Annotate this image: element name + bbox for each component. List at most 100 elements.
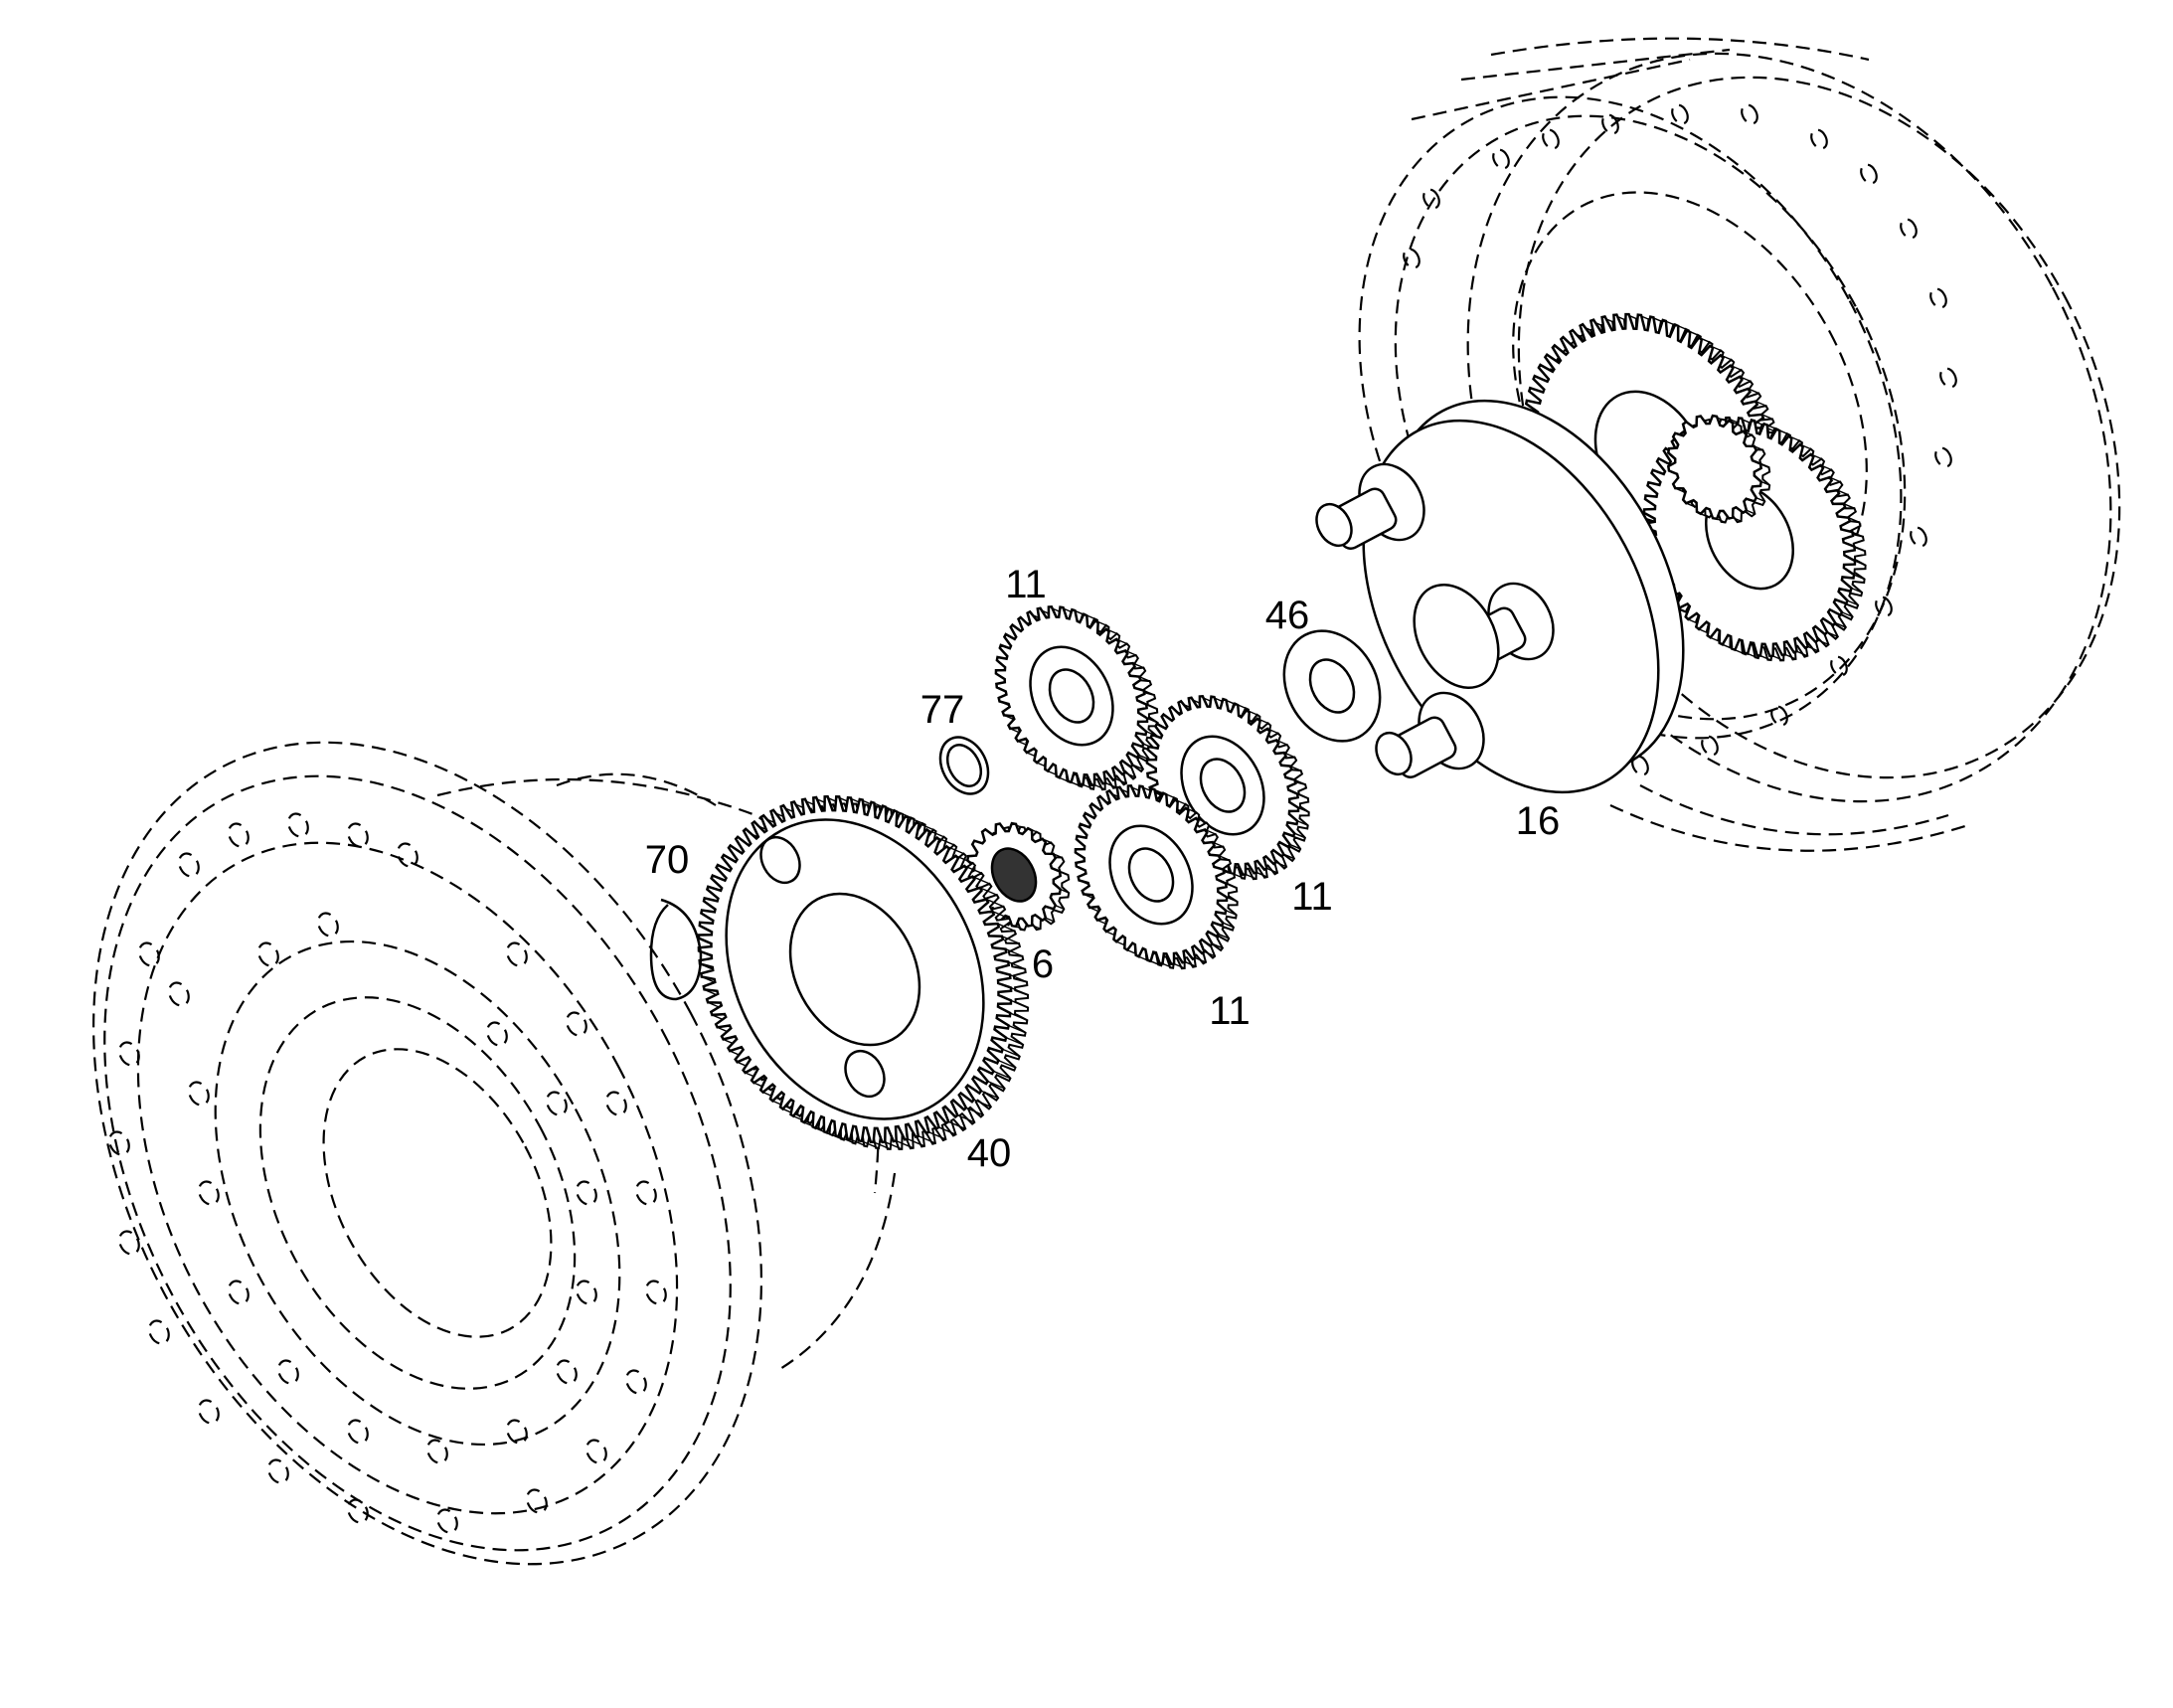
gear-tooth-edge [1747,652,1759,659]
left-housing-bolt-hole [118,1041,140,1067]
left-housing-seat [322,1048,553,1338]
planet-gear-bore [1127,847,1175,903]
left-housing-bolt-hole [486,1021,508,1047]
left-housing-flange [214,939,621,1447]
gear-tooth-edge [873,1141,891,1150]
left-housing-bolt-hole [168,981,190,1007]
gear-tooth-edge [1755,497,1765,502]
gear-tooth-edge [1132,764,1144,770]
left-housing-bolt-hole [585,1439,607,1464]
right-housing-flange [1394,114,1907,721]
callout-46: 46 [1264,594,1310,637]
callout-40: 40 [966,1131,1012,1175]
gear-tooth-edge [1297,806,1309,813]
ring-gear-bore [788,892,921,1047]
left-housing-bolt-hole [347,1498,369,1524]
gear-tooth-edge [1847,599,1859,606]
left-housing-bolt-hole [546,1091,568,1116]
housing-sun-gear [1666,414,1771,524]
gear-tooth-edge [1834,621,1847,628]
left-housing-bolt-hole [257,941,279,967]
gear-tooth-edge [1772,655,1784,661]
gear-tooth-edge [938,1126,956,1135]
right-housing-bolt-hole [1422,188,1440,210]
gear-tooth-edge [1296,820,1308,826]
gear-tooth-edge [1005,1036,1024,1046]
gear-tooth-edge [1225,910,1237,916]
gear-tooth-edge [1055,905,1065,910]
gear-tooth-edge [1010,986,1029,996]
gear-tooth-edge [1010,999,1029,1009]
left-housing-bolt-hole [347,1419,369,1445]
gear-tooth-edge [1852,531,1864,538]
gear-tooth-edge [1848,517,1860,523]
carrier-spline-bore [1413,584,1500,689]
gear-tooth-edge [1854,546,1866,552]
left-housing-bolt-hole [526,1488,548,1514]
snap-ring-outer [938,736,990,795]
gear-tooth-edge [1716,518,1726,524]
gear-tooth-edge [1851,587,1863,594]
left-housing-inner-rim [136,841,679,1515]
gear-tooth-edge [1223,868,1235,875]
gear-tooth-edge [1289,765,1301,771]
gear-tooth-edge [947,1120,966,1130]
gear-tooth-edge [1226,896,1238,903]
left-housing-bolt-hole [436,1508,458,1534]
gear-tooth-edge [1296,792,1309,799]
right-housing-bolt-hole [1934,446,1952,468]
gear-tooth-edge [1746,509,1755,515]
gear-tooth-edge [1005,947,1023,957]
callout-11-right: 11 [1291,875,1333,919]
gear-tooth-edge [1218,933,1230,939]
gear-tooth-edge [1283,853,1295,860]
left-housing-bolt-hole [635,1180,657,1206]
gear-tooth-edge [1837,489,1849,496]
planet-gear-bore [1048,668,1095,724]
gear-tooth-edge [1293,832,1306,839]
gear-tooth-edge [1759,654,1771,661]
gear-tooth-edge [1145,703,1158,710]
gear-tooth-edge [1225,882,1238,889]
gear-tooth-edge [1759,462,1769,468]
left-housing-bolt-hole [228,822,250,848]
left-housing-outline [91,741,897,1566]
gear-tooth-edge [1289,843,1301,850]
gear-tooth-edge [1150,960,1162,966]
gear-tooth-edge [1275,861,1287,868]
right-housing-bolt-hole [1900,218,1918,240]
gear-tooth-edge [1138,675,1150,682]
ring-gear-hole [759,835,801,885]
left-housing-bolt-hole [118,1230,140,1256]
gear-tooth-edge [1843,503,1855,509]
right-housing-bolt-hole [1671,103,1689,125]
gear-tooth-edge [972,876,990,885]
gear-tooth-edge [918,1135,936,1144]
gear-tooth-edge [1222,922,1235,929]
left-housing-bolt-hole [576,1180,597,1206]
right-housing-bolt-hole [1601,113,1619,135]
gear-tooth-edge [1195,956,1207,963]
gear-tooth-edge [861,1140,880,1149]
left-housing-bolt-hole [198,1180,220,1206]
gear-tooth-edge [1060,888,1070,894]
snap-ring-inner [945,744,983,787]
thrust-washer-46 [1282,629,1382,743]
gear-tooth-edge [979,887,998,896]
gear-tooth-edge [1807,645,1819,652]
gear-tooth-edge [957,1114,975,1123]
gear-tooth-edge [1015,926,1025,932]
left-housing-bolt-hole [178,852,200,878]
gear-tooth-edge [1104,781,1117,788]
gear-tooth-edge [1083,783,1094,790]
gear-tooth-edge [928,1131,946,1140]
gear-tooth-edge [1008,1024,1026,1034]
left-housing-bolt-hole [397,842,418,868]
gear-tooth-edge [1093,783,1106,790]
left-housing-bolt-hole [566,1011,587,1037]
planet-pin-end [1375,731,1413,776]
gear-tooth-edge [907,1137,925,1147]
left-housing-rim [103,774,732,1552]
gear-tooth-edge [1784,653,1796,660]
